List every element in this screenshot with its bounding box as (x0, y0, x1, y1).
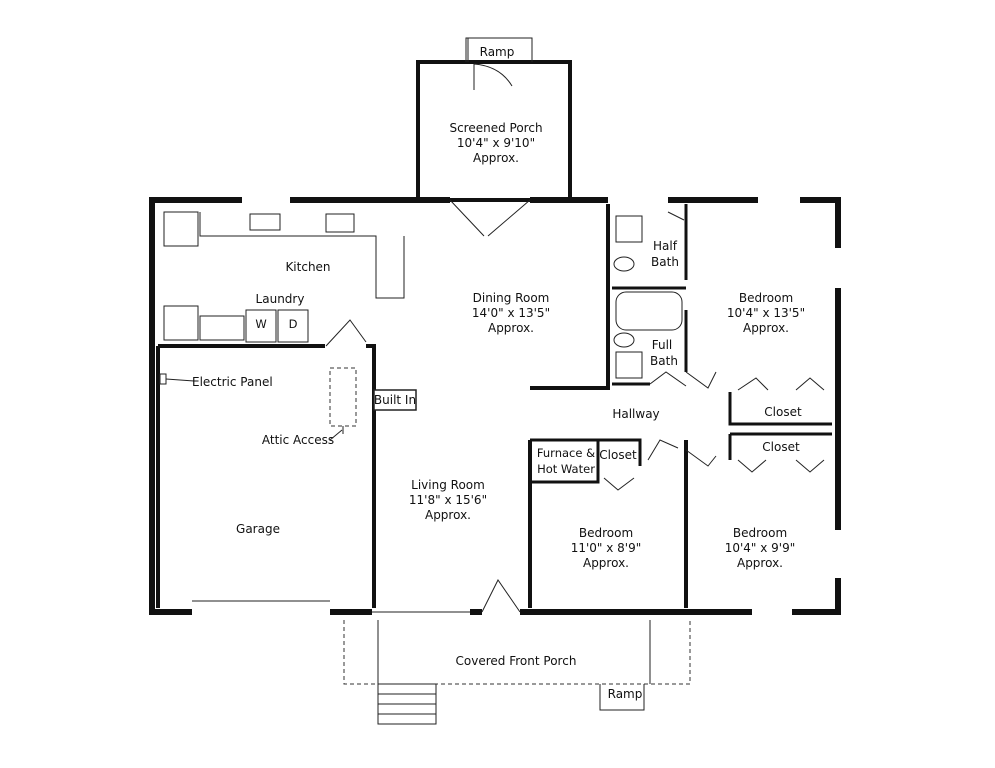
dining-room-size: 14'0" x 13'5" (472, 306, 550, 320)
closet-3-label: Closet (599, 448, 637, 462)
ramp-top (465, 37, 533, 62)
built-in-label: Built In (374, 393, 416, 407)
dining-room-approx: Approx. (488, 321, 534, 335)
dining-room-label: Dining Room (473, 291, 550, 305)
living-room-approx: Approx. (425, 508, 471, 522)
bedroom-3-size: 10'4" x 9'9" (725, 541, 796, 555)
attic-access-leader (329, 429, 343, 441)
living-room-label: Living Room (411, 478, 485, 492)
bath-fixtures (613, 215, 683, 379)
furnace-label-2: Hot Water (537, 462, 595, 476)
half-bath-label-2: Bath (651, 255, 679, 269)
bedroom-2-size: 11'0" x 8'9" (571, 541, 642, 555)
garage-label: Garage (236, 522, 280, 536)
screened-porch-label: Screened Porch (449, 121, 542, 135)
electric-panel-label: Electric Panel (192, 375, 273, 389)
kitchen-label: Kitchen (285, 260, 330, 274)
bedroom-1-size: 10'4" x 13'5" (727, 306, 805, 320)
full-bath-label-2: Bath (650, 354, 678, 368)
bedroom-2-approx: Approx. (583, 556, 629, 570)
ramp-bottom-label: Ramp (608, 687, 643, 701)
bedroom-3-label: Bedroom (733, 526, 787, 540)
screened-porch-size: 10'4" x 9'10" (457, 136, 535, 150)
covered-front-porch-label: Covered Front Porch (456, 654, 577, 668)
washer-label: W (255, 317, 266, 331)
electric-panel-leader (165, 378, 195, 382)
bedroom-1-approx: Approx. (743, 321, 789, 335)
doors (325, 199, 825, 613)
closet-1-label: Closet (764, 405, 802, 419)
ramp-bottom (599, 684, 645, 711)
screened-porch (416, 60, 572, 202)
attic-access-label: Attic Access (262, 433, 334, 447)
exterior-walls (149, 197, 841, 615)
bedroom-1-label: Bedroom (739, 291, 793, 305)
front-steps (377, 683, 437, 725)
furnace-label-1: Furnace & (537, 446, 595, 460)
laundry-label: Laundry (256, 292, 305, 306)
screened-porch-approx: Approx. (473, 151, 519, 165)
bedroom-3-approx: Approx. (737, 556, 783, 570)
dryer-label: D (289, 317, 298, 331)
living-room-size: 11'8" x 15'6" (409, 493, 487, 507)
closet-2-label: Closet (762, 440, 800, 454)
hallway-label: Hallway (612, 407, 659, 421)
full-bath-label-1: Full (652, 338, 673, 352)
kitchen-fixtures (163, 211, 405, 343)
interior-walls (156, 204, 832, 608)
attic-access-hatch (329, 367, 357, 434)
half-bath-label-1: Half (653, 239, 678, 253)
bedroom-2-label: Bedroom (579, 526, 633, 540)
ramp-top-label: Ramp (480, 45, 515, 59)
electric-panel-box (159, 373, 167, 385)
built-in-box (373, 389, 417, 411)
covered-front-porch (343, 620, 691, 685)
